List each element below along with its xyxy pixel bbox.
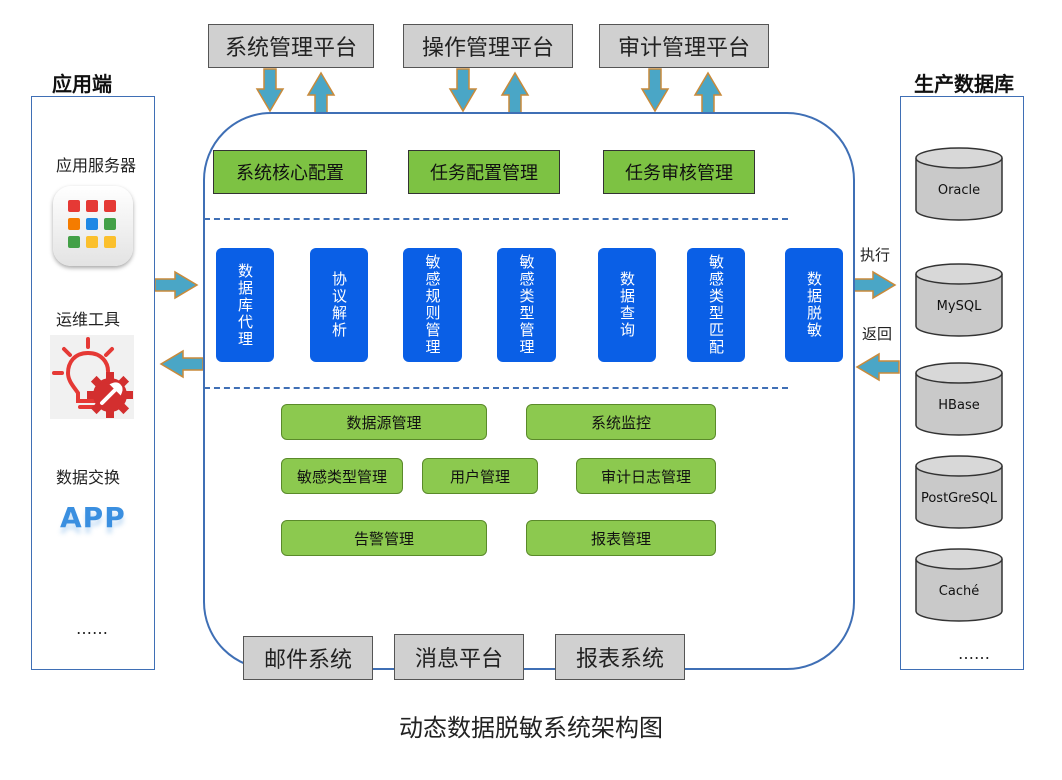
execute-label: 执行 [860, 246, 891, 264]
pipeline-db-proxy: 数据库代理 [216, 248, 274, 362]
arrow-execute [852, 271, 896, 299]
pipeline-sensitive-type: 敏感类型管理 [497, 248, 556, 362]
module-datasource: 数据源管理 [281, 404, 487, 440]
app-grid-icon [53, 186, 133, 266]
system-report: 报表系统 [555, 634, 685, 680]
module-report: 报表管理 [526, 520, 716, 556]
config-step-core: 系统核心配置 [213, 150, 367, 194]
db-name: MySQL [936, 299, 982, 314]
system-mail: 邮件系统 [243, 636, 373, 680]
module-alert: 告警管理 [281, 520, 487, 556]
divider-top [204, 218, 788, 220]
database-icon [915, 263, 1003, 337]
module-monitor: 系统监控 [526, 404, 716, 440]
arrow-core-to-app [160, 350, 204, 378]
left-more: …… [76, 619, 108, 638]
db-name: Oracle [937, 183, 981, 198]
pipeline-protocol-parse: 协议解析 [310, 248, 368, 362]
database-icon [915, 548, 1003, 622]
db-oracle: Oracle [914, 146, 1004, 222]
pipeline-sensitive-rule: 敏感规则管理 [403, 248, 462, 362]
platform-audit-mgmt: 审计管理平台 [599, 24, 769, 68]
application-panel: 应用服务器 运维工具 [31, 96, 155, 670]
module-audit-log: 审计日志管理 [576, 458, 716, 494]
arrow-down-system-mgmt [256, 68, 284, 112]
data-exchange-label: 数据交换 [56, 468, 121, 487]
app-server-label: 应用服务器 [56, 156, 137, 175]
app-text-icon: APP [60, 501, 126, 534]
arrow-down-audit-mgmt [641, 68, 669, 112]
db-cache: Caché [914, 547, 1004, 623]
platform-system-mgmt: 系统管理平台 [208, 24, 374, 68]
arrow-return [856, 353, 900, 381]
db-name: Caché [938, 584, 980, 599]
right-title: 生产数据库 [914, 72, 1014, 96]
system-message: 消息平台 [394, 634, 524, 680]
db-mysql: MySQL [914, 262, 1004, 338]
right-more: …… [958, 644, 990, 663]
arrow-app-to-core [154, 271, 198, 299]
arrow-up-system-mgmt [307, 72, 335, 116]
platform-operation-mgmt: 操作管理平台 [403, 24, 573, 68]
left-title: 应用端 [52, 72, 112, 96]
arrow-up-operation-mgmt [501, 72, 529, 116]
module-user: 用户管理 [422, 458, 538, 494]
config-step-task: 任务配置管理 [408, 150, 560, 194]
divider-bottom [204, 387, 788, 389]
arrow-down-operation-mgmt [449, 68, 477, 112]
arrow-up-audit-mgmt [694, 72, 722, 116]
pipeline-type-match: 敏感类型匹配 [687, 248, 745, 362]
ops-tool-label: 运维工具 [56, 310, 121, 329]
database-icon [915, 362, 1003, 436]
module-sensitive-type: 敏感类型管理 [281, 458, 403, 494]
db-name: PostGreSQL [920, 491, 998, 506]
db-postgresql: PostGreSQL [914, 454, 1004, 530]
core-platform [203, 112, 855, 670]
database-icon [915, 147, 1003, 221]
pipeline-data-masking: 数据脱敏 [785, 248, 843, 362]
lightbulb-gear-icon [50, 335, 134, 419]
db-name: HBase [938, 398, 980, 413]
config-step-review: 任务审核管理 [603, 150, 755, 194]
return-label: 返回 [862, 325, 893, 343]
db-hbase: HBase [914, 361, 1004, 437]
database-icon [915, 455, 1003, 529]
pipeline-data-query: 数据查询 [598, 248, 656, 362]
diagram-caption: 动态数据脱敏系统架构图 [399, 714, 663, 742]
